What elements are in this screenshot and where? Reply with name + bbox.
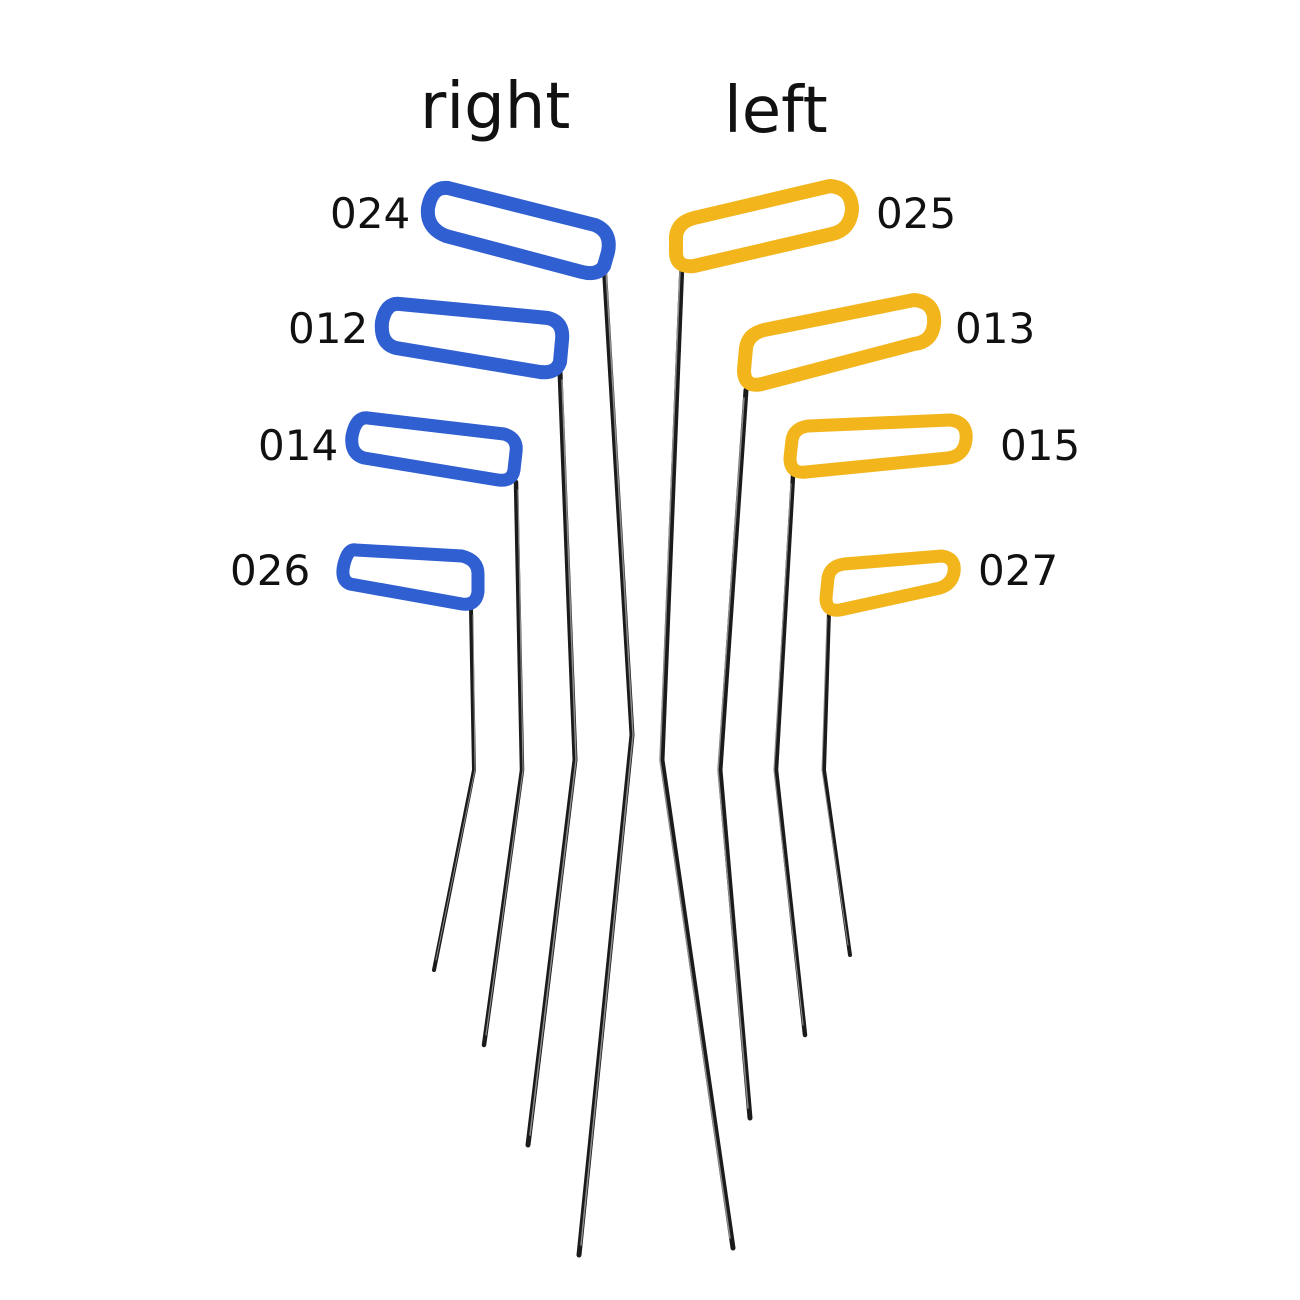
- handle-loop-027: [819, 549, 961, 617]
- code-label-027: 027: [978, 546, 1058, 595]
- tool-left-027: [819, 549, 961, 957]
- code-label-014: 014: [258, 421, 338, 470]
- tool-right-024: [420, 180, 635, 1258]
- code-label-012: 012: [288, 304, 368, 353]
- tool-left-013: [717, 293, 942, 1121]
- tool-left-025: [659, 179, 859, 1251]
- heading-right: right: [420, 70, 570, 144]
- handle-loop-014: [345, 411, 523, 487]
- handle-loop-024: [420, 180, 616, 281]
- code-label-025: 025: [876, 189, 956, 238]
- code-label-015: 015: [1000, 421, 1080, 470]
- tool-right-012: [374, 296, 578, 1148]
- handle-loop-013: [737, 293, 942, 392]
- code-label-013: 013: [955, 304, 1035, 353]
- handle-loop-025: [669, 179, 859, 274]
- handle-loop-012: [374, 296, 570, 380]
- code-label-026: 026: [230, 546, 310, 595]
- tool-right-014: [345, 411, 525, 1048]
- handle-loop-026: [336, 543, 485, 611]
- tool-left-015: [773, 413, 973, 1038]
- heading-left: left: [724, 74, 828, 148]
- tool-right-026: [336, 543, 485, 972]
- handle-loop-015: [783, 413, 973, 479]
- code-label-024: 024: [330, 189, 410, 238]
